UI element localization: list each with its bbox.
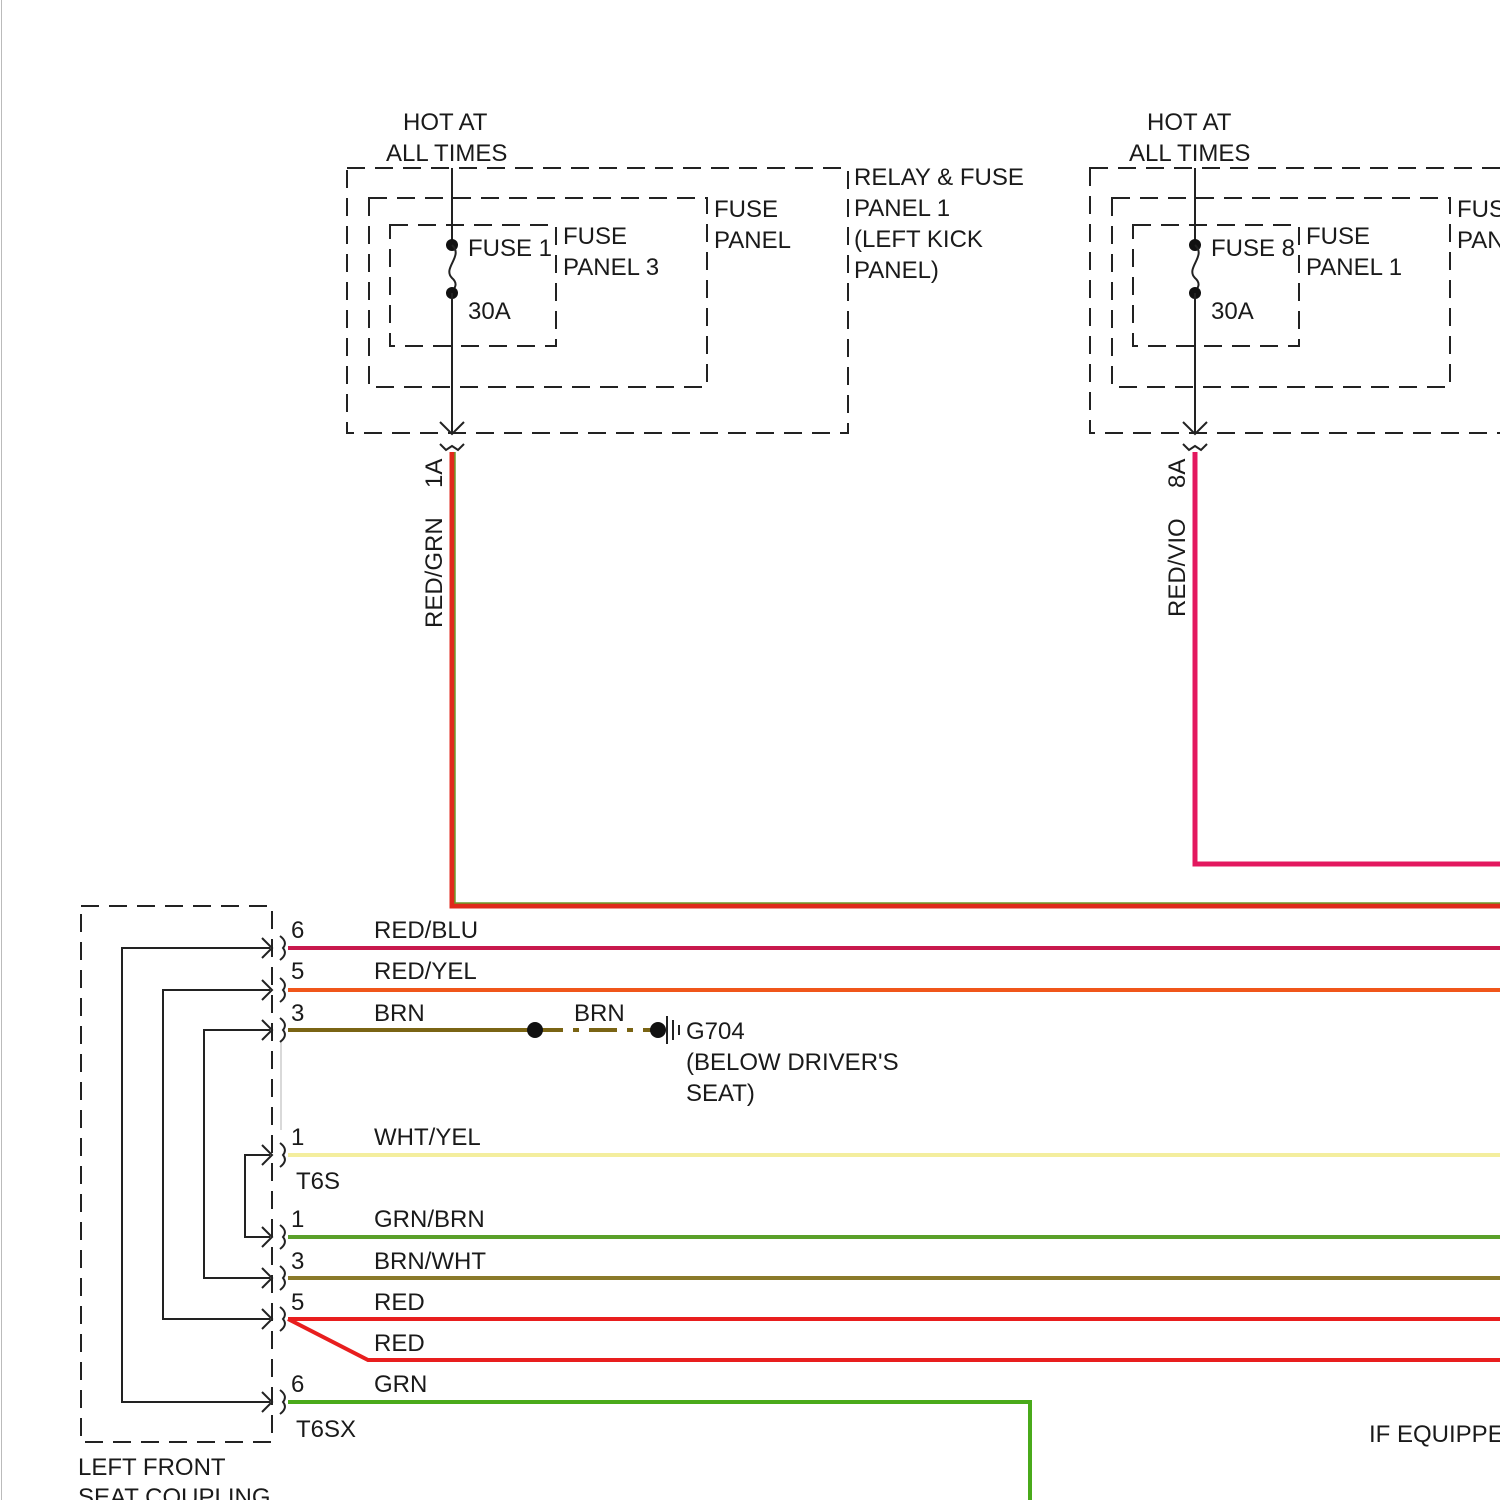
right-fuse-name: FUSE 8 <box>1211 235 1295 262</box>
left-fuse-panel-line1: FUSE <box>714 196 778 223</box>
seat-coupling-box <box>81 906 272 1442</box>
right-fuse-panel-1-line2: PANEL 1 <box>1306 254 1402 281</box>
right-hot-line1: HOT AT <box>1147 109 1232 136</box>
right-connector-socket-icon <box>1183 444 1207 450</box>
t6s-pin6-number: 6 <box>291 917 304 944</box>
relay-panel-line2: PANEL 1 <box>854 195 950 222</box>
red-wire-lower <box>288 1319 1500 1360</box>
left-hot-line2: ALL TIMES <box>386 140 507 167</box>
left-fuse-name: FUSE 1 <box>468 235 552 262</box>
left-hot-line1: HOT AT <box>403 109 488 136</box>
left-wire-color-label: RED/GRN <box>421 517 448 628</box>
seat-coupling: LEFT FRONT SEAT COUPLING <box>78 906 281 1500</box>
t6sx-pin1-wire: GRN/BRN <box>374 1206 485 1233</box>
t6sx-pin3-number: 3 <box>291 1248 304 1275</box>
right-power-source: HOT AT ALL TIMES FUSE 8 30A FUSE PANEL 1… <box>1090 109 1500 617</box>
ground-wire-label: BRN <box>574 1000 625 1027</box>
left-fuse-panel-line2: PANEL <box>714 227 791 254</box>
left-fuse-element-icon <box>449 245 455 293</box>
splice-dot <box>527 1022 543 1038</box>
ground-name: G704 <box>686 1018 745 1045</box>
ground-g704: BRN G704 (BELOW DRIVER'S SEAT) <box>527 1000 899 1107</box>
left-fuse-panel-box <box>369 198 707 387</box>
right-outer-panel-box <box>1090 168 1500 433</box>
ground-location-line2: SEAT) <box>686 1080 755 1107</box>
jumper-pin6 <box>122 948 270 1402</box>
right-wire-color-label: RED/VIO <box>1164 518 1191 617</box>
connector-pin-symbols <box>262 936 285 1414</box>
right-pin-label: 8A <box>1164 459 1191 488</box>
relay-panel-line1: RELAY & FUSE <box>854 164 1024 191</box>
right-mid-panel-line1: FUS <box>1457 196 1500 223</box>
t6s-pin3-wire: BRN <box>374 1000 425 1027</box>
red-grn-wire-core <box>452 452 1500 906</box>
if-equipped-note: IF EQUIPPE <box>1369 1421 1500 1448</box>
t6s-pin1-wire: WHT/YEL <box>374 1124 481 1151</box>
fuse-panel-3-line1: FUSE <box>563 223 627 250</box>
connector-pin-socket-icon <box>280 1143 285 1167</box>
connector-pin-socket-icon <box>280 1390 285 1414</box>
right-fuse-rating: 30A <box>1211 298 1254 325</box>
t6sx-pin3-wire: BRN/WHT <box>374 1248 486 1275</box>
t6s-pin5-wire: RED/YEL <box>374 958 477 985</box>
connector-pin-socket-icon <box>280 978 285 1002</box>
jumper-pin1 <box>245 1155 270 1237</box>
t6s-pin1-number: 1 <box>291 1124 304 1151</box>
red-grn-wire-trace <box>455 452 1500 903</box>
right-mid-panel-line2: PAN <box>1457 227 1500 254</box>
ground-terminal-dot <box>650 1022 666 1038</box>
left-power-source: HOT AT ALL TIMES FUSE 1 30A FUSE PANEL 3… <box>347 109 1024 628</box>
t6sx-pin6-wire: GRN <box>374 1371 427 1398</box>
right-fuse-panel-box <box>1112 198 1450 387</box>
connector-t6sx: 1 GRN/BRN 3 BRN/WHT 5 RED RED 6 GRN T6SX <box>288 1206 1500 1500</box>
t6sx-pin5-number: 5 <box>291 1289 304 1316</box>
t6s-connector-name: T6S <box>296 1168 340 1195</box>
grn-wire <box>288 1402 1030 1500</box>
left-connector-socket-icon <box>440 444 464 450</box>
connector-pin-socket-icon <box>280 1307 285 1331</box>
ground-location-line1: (BELOW DRIVER'S <box>686 1049 899 1076</box>
red-grn-wire <box>452 452 1500 906</box>
red-vio-wire <box>1195 452 1500 864</box>
connector-pin-socket-icon <box>280 936 285 960</box>
fuse-panel-3-line2: PANEL 3 <box>563 254 659 281</box>
connector-pin-socket-icon <box>280 1018 285 1042</box>
t6sx-pin5-wire: RED <box>374 1289 425 1316</box>
t6s-pin3-number: 3 <box>291 1000 304 1027</box>
right-fuse-element-icon <box>1192 245 1198 293</box>
coupling-label-line2: SEAT COUPLING <box>78 1484 271 1500</box>
left-fuse-rating: 30A <box>468 298 511 325</box>
connector-pin-socket-icon <box>280 1225 285 1249</box>
right-hot-line2: ALL TIMES <box>1129 140 1250 167</box>
t6s-pin6-wire: RED/BLU <box>374 917 478 944</box>
t6sx-splice-wire: RED <box>374 1330 425 1357</box>
relay-panel-line4: PANEL) <box>854 257 939 284</box>
right-fuse-panel-1-line1: FUSE <box>1306 223 1370 250</box>
left-pin-label: 1A <box>421 459 448 488</box>
coupling-label-line1: LEFT FRONT <box>78 1454 226 1481</box>
relay-panel-line3: (LEFT KICK <box>854 226 983 253</box>
t6s-pin5-number: 5 <box>291 958 304 985</box>
connector-pin-socket-icon <box>280 1266 285 1290</box>
t6sx-pin1-number: 1 <box>291 1206 304 1233</box>
t6sx-connector-name: T6SX <box>296 1416 356 1443</box>
t6sx-pin6-number: 6 <box>291 1371 304 1398</box>
